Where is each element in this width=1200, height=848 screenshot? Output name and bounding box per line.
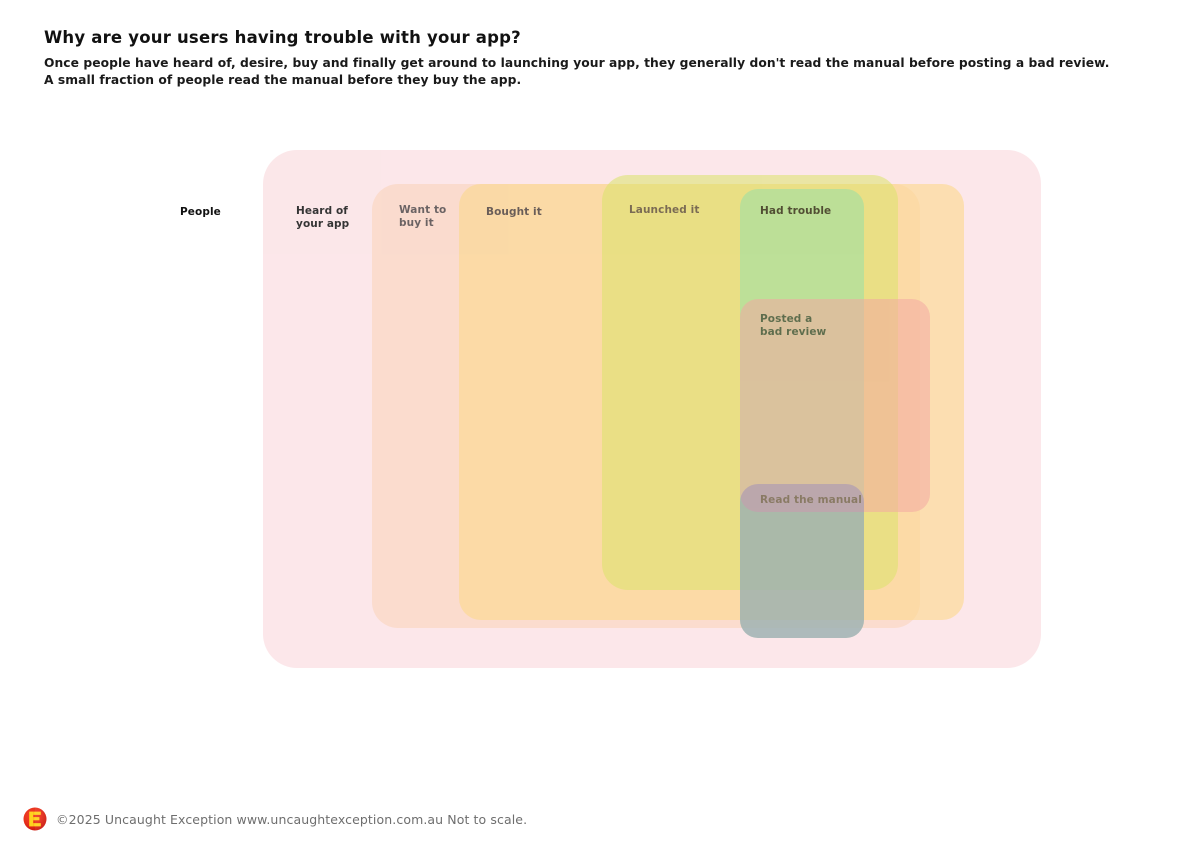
set-label-4: Launched it	[629, 204, 700, 216]
set-label-1: Heard of your app	[296, 205, 350, 231]
set-region-6: Posted a bad review	[740, 299, 930, 512]
page-header: Why are your users having trouble with y…	[44, 28, 1154, 90]
set-label-0: People	[180, 206, 221, 218]
footer-text: ©2025 Uncaught Exception www.uncaughtexc…	[56, 811, 528, 827]
set-label-3: Bought it	[486, 206, 542, 218]
set-region-7: Read the manual	[740, 484, 864, 638]
uncaught-exception-logo-icon	[22, 806, 48, 832]
subtitle-line-2: A small fraction of people read the manu…	[44, 73, 522, 88]
footer: ©2025 Uncaught Exception www.uncaughtexc…	[22, 806, 527, 832]
set-label-5: Had trouble	[760, 205, 832, 217]
set-label-7: Read the manual	[760, 494, 862, 506]
page-subtitle: Once people have heard of, desire, buy a…	[44, 55, 1154, 90]
set-label-6: Posted a bad review	[760, 313, 827, 339]
subtitle-line-1: Once people have heard of, desire, buy a…	[44, 55, 1110, 70]
set-label-2: Want to buy it	[399, 204, 447, 230]
page-title: Why are your users having trouble with y…	[44, 28, 521, 47]
